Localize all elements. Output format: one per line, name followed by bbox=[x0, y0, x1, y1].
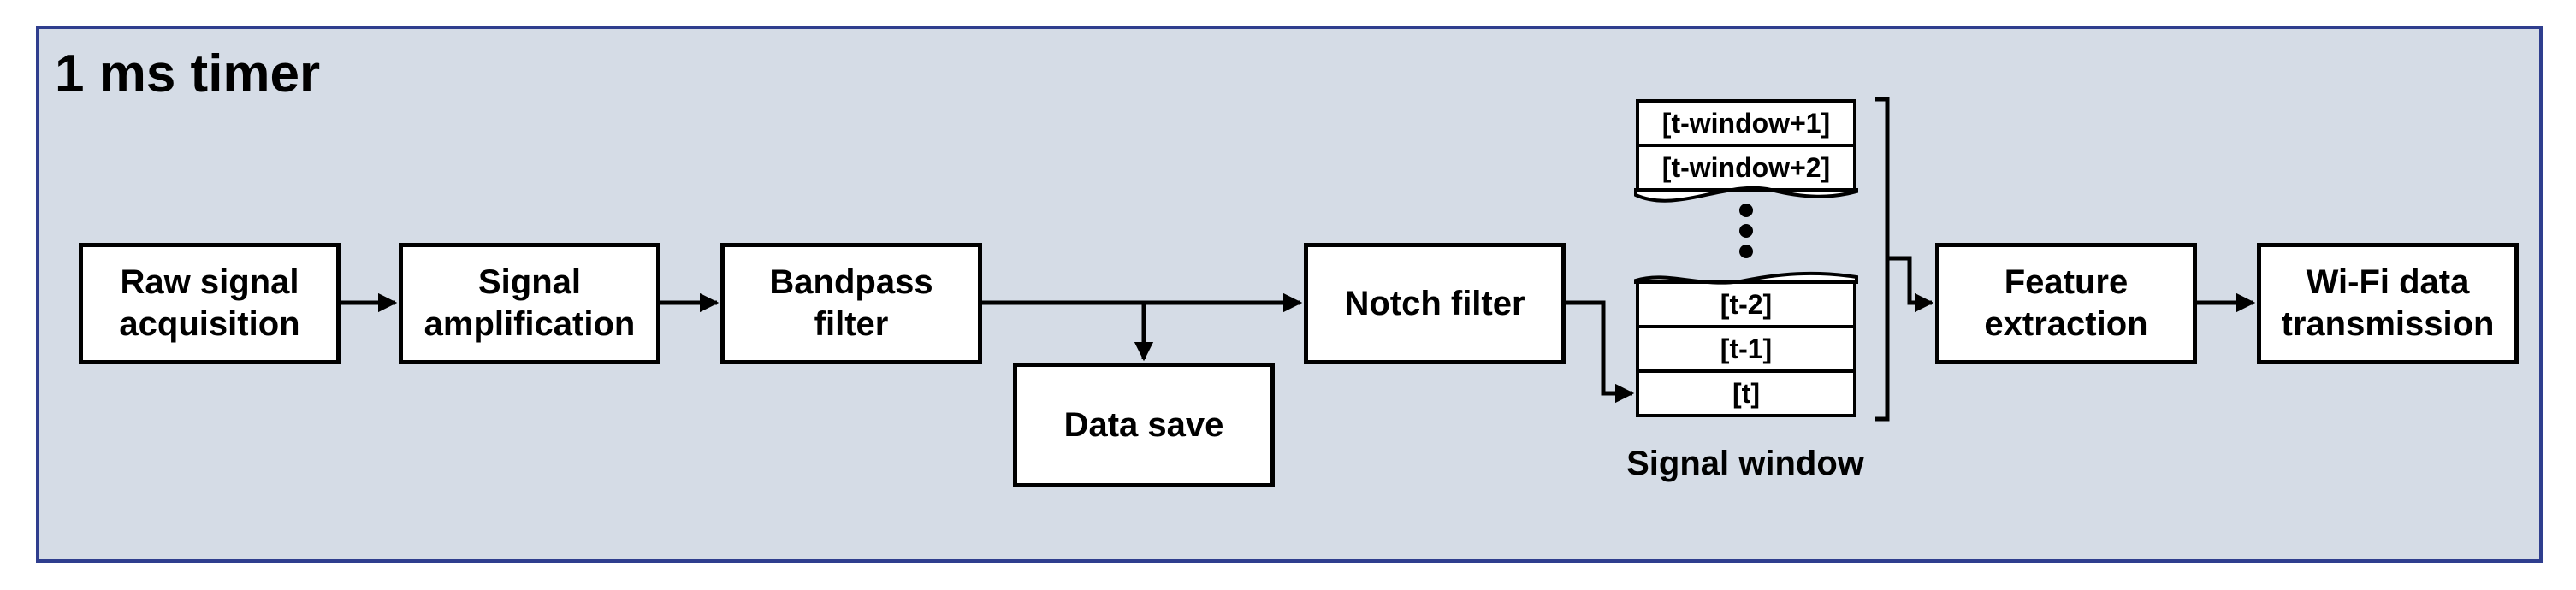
block-line: filter bbox=[814, 305, 889, 343]
block-line: Notch filter bbox=[1344, 284, 1525, 322]
ellipsis-dot bbox=[1739, 204, 1753, 217]
signal-window-label: Signal window bbox=[1626, 445, 1864, 482]
wifi-data-transmission-block: Wi-Fi data transmission bbox=[2257, 243, 2519, 364]
block-line: amplification bbox=[423, 305, 636, 343]
panel-title: 1 ms timer bbox=[55, 44, 321, 103]
block-line: Feature bbox=[2004, 263, 2129, 302]
block-line: acquisition bbox=[119, 305, 300, 343]
block-line: extraction bbox=[1984, 305, 2148, 343]
ellipsis-dot bbox=[1739, 245, 1753, 258]
feature-extraction-block: Feature extraction bbox=[1935, 243, 2197, 364]
window-bracket bbox=[1875, 97, 1890, 422]
window-cell-top-2: [t-window+2] bbox=[1636, 144, 1856, 192]
arrow-notch-to-window bbox=[1566, 300, 1635, 404]
block-line: Data save bbox=[1063, 405, 1224, 444]
window-cell-top-1: [t-window+1] bbox=[1636, 99, 1856, 147]
window-cell-bottom-2: [t-1] bbox=[1636, 325, 1856, 373]
block-line: Bandpass bbox=[769, 263, 933, 302]
bandpass-filter-block: Bandpass filter bbox=[720, 243, 982, 364]
block-line: transmission bbox=[2281, 305, 2495, 343]
block-line: Raw signal bbox=[120, 263, 299, 302]
data-save-block: Data save bbox=[1013, 363, 1275, 487]
stack-bottom-torn-edge bbox=[1634, 271, 1858, 285]
stack-top-torn-edge bbox=[1634, 186, 1858, 203]
ellipsis-dot bbox=[1739, 224, 1753, 238]
signal-amplification-block: Signal amplification bbox=[399, 243, 660, 364]
block-line: Wi-Fi data bbox=[2306, 263, 2470, 302]
arrow-window-to-feature bbox=[1887, 256, 1934, 313]
window-cell-bottom-3: [t] bbox=[1636, 369, 1856, 417]
block-line: Signal bbox=[477, 263, 581, 302]
raw-signal-acquisition-block: Raw signal acquisition bbox=[79, 243, 341, 364]
notch-filter-block: Notch filter bbox=[1304, 243, 1566, 364]
